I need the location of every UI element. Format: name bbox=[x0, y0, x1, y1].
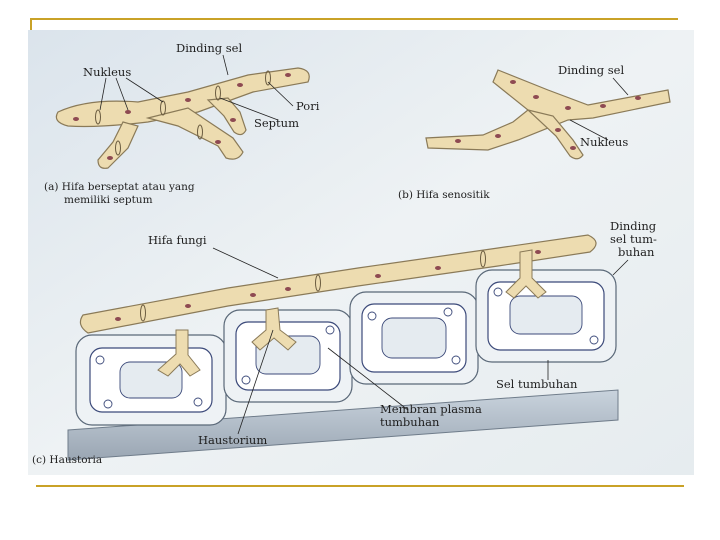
septate-hypha bbox=[55, 67, 310, 169]
label-nukleus-b: Nukleus bbox=[580, 135, 628, 149]
label-dinding-sel-a: Dinding sel bbox=[176, 41, 242, 55]
label-dinding-sel-tumbuhan-2: sel tum- bbox=[610, 232, 657, 246]
label-nukleus-a: Nukleus bbox=[83, 65, 131, 79]
top-rule bbox=[30, 18, 678, 20]
label-haustorium: Haustorium bbox=[198, 433, 267, 447]
caption-b: (b) Hifa senositik bbox=[398, 189, 490, 201]
caption-a-line1: (a) Hifa berseptat atau yang bbox=[44, 181, 195, 193]
leader-lines bbox=[99, 54, 629, 435]
label-hifa-fungi: Hifa fungi bbox=[148, 233, 207, 247]
label-septum: Septum bbox=[254, 116, 299, 130]
nuclei-a bbox=[73, 73, 291, 160]
caption-a-line2: memiliki septum bbox=[64, 194, 153, 206]
label-sel-tumbuhan: Sel tumbuhan bbox=[496, 377, 578, 391]
corner-rule bbox=[30, 18, 32, 36]
haustoria bbox=[157, 249, 547, 377]
coenocytic-hypha bbox=[425, 69, 671, 160]
label-dinding-sel-b: Dinding sel bbox=[558, 63, 624, 77]
bottom-rule bbox=[36, 485, 684, 487]
label-membran-plasma-1: Membran plasma bbox=[380, 402, 482, 416]
fungal-hyphae-diagram: Dinding sel Nukleus Pori Septum Dinding … bbox=[28, 30, 694, 475]
nuclei-c bbox=[115, 250, 541, 321]
label-dinding-sel-tumbuhan-1: Dinding bbox=[610, 219, 657, 233]
plant-cell-row bbox=[67, 269, 619, 461]
hypha-fungi bbox=[79, 234, 597, 334]
label-pori: Pori bbox=[296, 99, 320, 113]
label-dinding-sel-tumbuhan-3: buhan bbox=[618, 245, 655, 259]
nuclei-b bbox=[455, 80, 641, 150]
septa-a bbox=[95, 70, 271, 156]
septa-c bbox=[140, 250, 486, 322]
label-membran-plasma-2: tumbuhan bbox=[380, 415, 440, 429]
caption-c: (c) Haustoria bbox=[32, 454, 102, 466]
